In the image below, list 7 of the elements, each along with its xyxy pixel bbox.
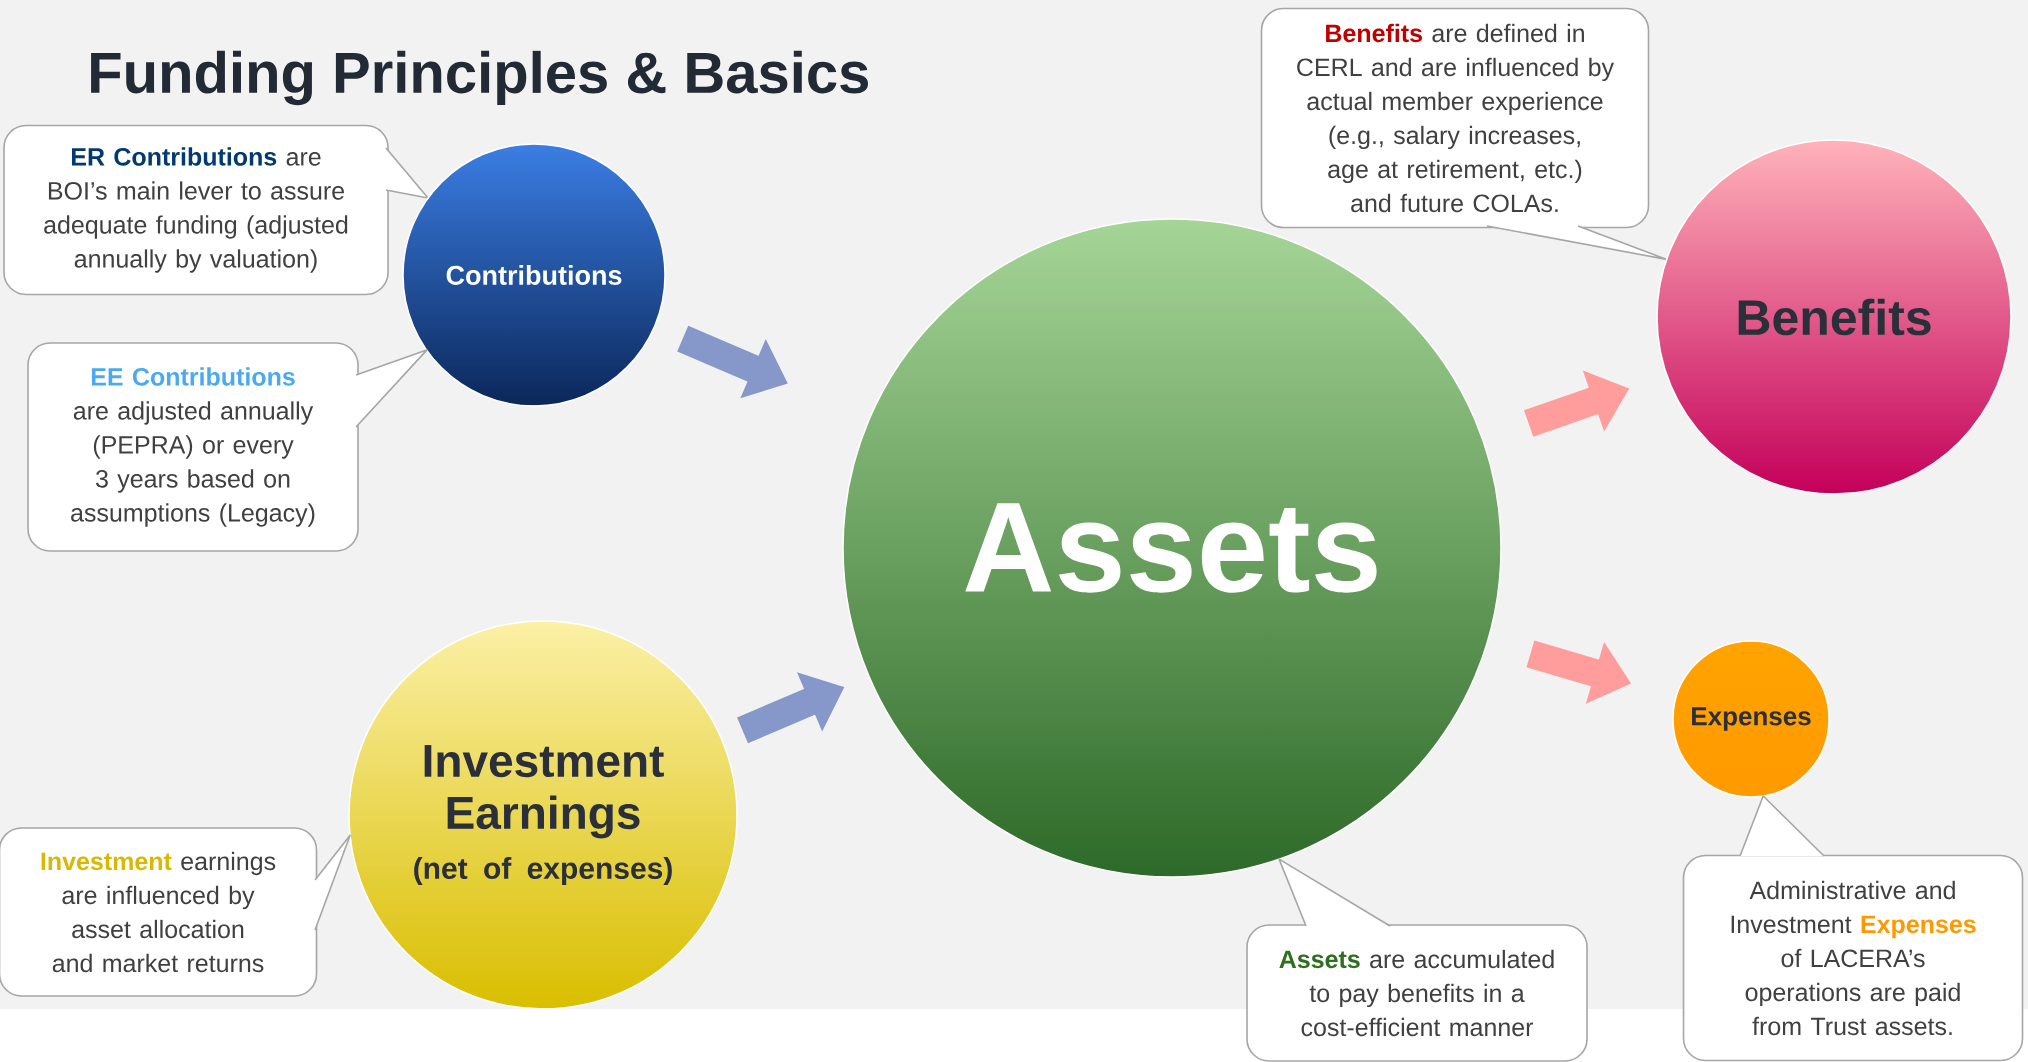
speech-bubble: Administrative and Investment Expenses of LACERA’s operations are paid from Trust assets. bbox=[1682, 795, 2024, 1062]
speech-bubble: Assets are accumulated to pay benefits in a cost-efficient manner bbox=[1246, 858, 1588, 1062]
title: Funding Principles & Basics bbox=[91, 50, 868, 106]
speech-bubble: Benefits are defined in CERL and are influenced by actual member experience (e.g., salary increases, age at retirement, etc.) and future COLAs. bbox=[1260, 7, 1668, 261]
speech-bubble: EE Contributions are adjusted annually (PEPRA) or every 3 years based on assumptions (Legacy) bbox=[27, 342, 428, 552]
speech-bubble: ER Contributions are BOI’s main lever to assure adequate funding (adjusted annually by valuation) bbox=[3, 124, 429, 296]
speech-bubble: Investment earnings are influenced by asset allocation and market returns bbox=[0, 827, 351, 997]
